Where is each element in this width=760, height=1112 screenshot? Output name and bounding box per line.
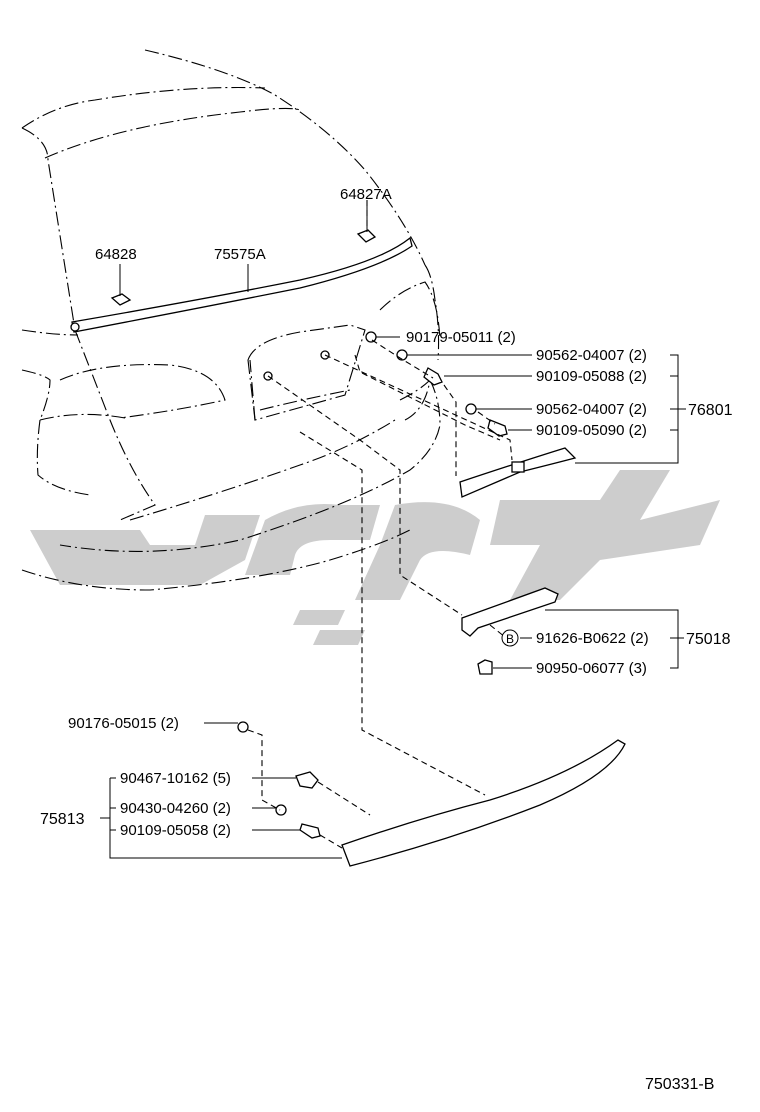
clip-64827A	[356, 229, 377, 243]
label-64828: 64828	[95, 246, 137, 263]
label-90176-05015: 90176-05015 (2)	[68, 715, 179, 732]
assembly-lines	[247, 200, 513, 849]
label-90950-06077: 90950-06077 (3)	[536, 660, 647, 677]
part-labels: 64827A 64828 75575A 90179-05011 (2) 9056…	[40, 186, 733, 1093]
label-90562-04007-a: 90562-04007 (2)	[536, 347, 647, 364]
label-90562-04007-b: 90562-04007 (2)	[536, 401, 647, 418]
fasteners-lower	[237, 721, 321, 839]
label-90179-05011: 90179-05011 (2)	[406, 329, 516, 346]
label-91626-B0622: 91626-B0622 (2)	[536, 630, 649, 647]
marker-b: B	[501, 629, 519, 647]
watermark-logo	[30, 470, 720, 645]
label-90430-04260: 90430-04260 (2)	[120, 800, 231, 817]
label-75575A: 75575A	[214, 246, 266, 263]
part-75575A-molding	[70, 236, 413, 333]
part-75018-bracket	[461, 587, 559, 675]
label-90109-05088: 90109-05088 (2)	[536, 368, 647, 385]
part-75813-garnish	[341, 739, 626, 867]
label-90109-05090: 90109-05090 (2)	[536, 422, 647, 439]
label-75813: 75813	[40, 811, 85, 828]
label-90109-05058: 90109-05058 (2)	[120, 822, 231, 839]
label-64827A: 64827A	[340, 186, 392, 203]
part-76801-lamp	[459, 447, 577, 498]
clip-64828	[110, 293, 132, 306]
fasteners-upper	[263, 331, 508, 437]
label-90467-10162: 90467-10162 (5)	[120, 770, 231, 787]
label-76801: 76801	[688, 402, 733, 419]
leader-lines	[100, 202, 686, 859]
marker-b-label: B	[506, 632, 514, 646]
label-75018: 75018	[686, 631, 731, 648]
car-body-outline	[21, 49, 441, 591]
diagram-reference: 750331-B	[645, 1076, 714, 1093]
